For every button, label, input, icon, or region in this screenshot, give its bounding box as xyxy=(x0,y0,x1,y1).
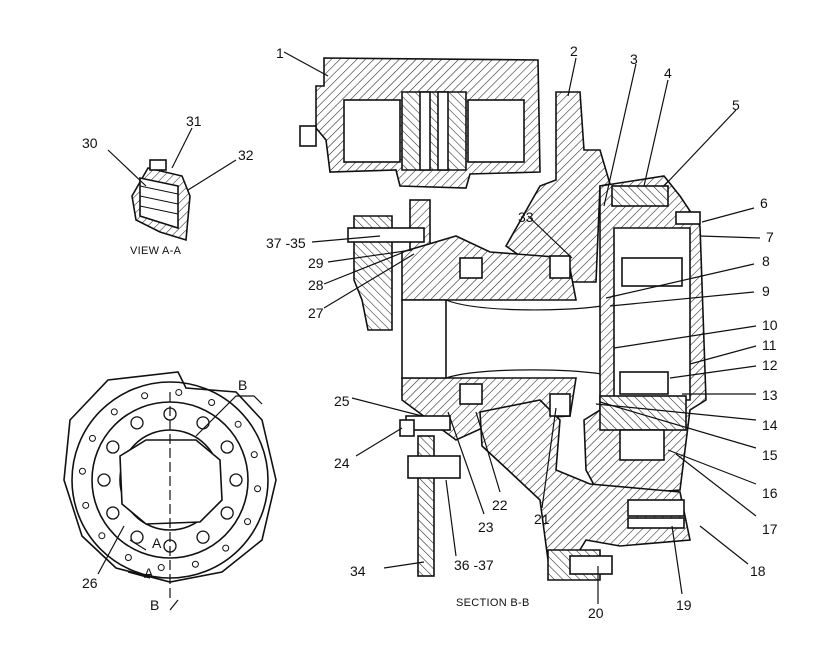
section-bb-caption: SECTION B-B xyxy=(456,597,530,609)
bolt-hole xyxy=(130,530,144,544)
callout-1: 1 xyxy=(276,45,284,61)
callout-10: 10 xyxy=(762,317,778,333)
callout-28: 28 xyxy=(308,277,324,293)
outer-bolt-hole xyxy=(98,532,106,540)
callout-30: 30 xyxy=(82,135,98,151)
outer-bolt-hole xyxy=(124,554,132,562)
callout-9: 9 xyxy=(762,283,770,299)
callout-29: 29 xyxy=(308,255,324,271)
callout-23: 23 xyxy=(478,519,494,535)
callout-20: 20 xyxy=(588,605,604,621)
callout-17: 17 xyxy=(762,521,778,537)
front-view: B B A A 26 xyxy=(63,371,277,613)
outer-bolt-hole xyxy=(82,501,90,509)
callout-31: 31 xyxy=(186,113,202,129)
callout-6: 6 xyxy=(760,195,768,211)
bolt-hole xyxy=(130,416,144,430)
outer-bolt-hole xyxy=(78,467,86,475)
callout-24: 24 xyxy=(334,455,350,471)
callout-27: 27 xyxy=(308,305,324,321)
section-mark-a-upper: A xyxy=(152,535,162,551)
callout-8: 8 xyxy=(762,253,770,269)
outer-bolt-hole xyxy=(222,544,230,552)
callout-21: 21 xyxy=(534,511,550,527)
callout-13: 13 xyxy=(762,387,778,403)
section-mark-a-lower: A xyxy=(144,565,154,581)
callout-14: 14 xyxy=(762,417,778,433)
callout-19: 19 xyxy=(676,597,692,613)
callout-36-37: 36 -37 xyxy=(454,557,494,573)
bolt-hole xyxy=(229,473,243,487)
bolt-hole xyxy=(220,506,234,520)
outer-bolt-hole xyxy=(110,408,118,416)
outer-bolt-hole xyxy=(244,518,252,526)
outer-bolt-hole xyxy=(254,485,262,493)
outer-bolt-hole xyxy=(234,420,242,428)
callout-5: 5 xyxy=(732,97,740,113)
callout-33: 33 xyxy=(518,209,534,225)
outer-bolt-hole xyxy=(191,560,199,568)
callout-26: 26 xyxy=(82,575,98,591)
bolt-hole xyxy=(196,416,210,430)
bolt-hole xyxy=(106,440,120,454)
callout-11: 11 xyxy=(762,337,777,353)
bolt-hole xyxy=(106,506,120,520)
bolt-hole xyxy=(97,473,111,487)
callout-34: 34 xyxy=(350,563,366,579)
view-aa-caption: VIEW A-A xyxy=(130,245,182,257)
callout-25: 25 xyxy=(334,393,350,409)
callout-16: 16 xyxy=(762,485,778,501)
callout-22: 22 xyxy=(492,497,508,513)
section-mark-b-top: B xyxy=(238,377,247,393)
callout-4: 4 xyxy=(664,65,672,81)
callout-2: 2 xyxy=(570,43,578,59)
section-bb: 1 2 3 4 5 6 7 8 9 10 11 12 13 14 15 16 1… xyxy=(266,43,778,621)
outer-bolt-hole xyxy=(157,564,165,572)
outer-bolt-hole xyxy=(175,388,183,396)
outer-bolt-hole xyxy=(88,434,96,442)
callout-7: 7 xyxy=(766,229,774,245)
section-mark-b-bottom: B xyxy=(150,597,159,613)
callout-32: 32 xyxy=(238,147,254,163)
outer-bolt-hole xyxy=(208,398,216,406)
callout-3: 3 xyxy=(630,51,638,67)
bolt-hole xyxy=(196,530,210,544)
view-aa-detail: 30 31 32 VIEW A-A xyxy=(82,113,254,257)
callout-37-35: 37 -35 xyxy=(266,235,306,251)
callout-12: 12 xyxy=(762,357,778,373)
callout-15: 15 xyxy=(762,447,778,463)
callout-18: 18 xyxy=(750,563,766,579)
outer-bolt-hole xyxy=(250,451,258,459)
outer-bolt-hole xyxy=(141,392,149,400)
bolt-hole xyxy=(220,440,234,454)
